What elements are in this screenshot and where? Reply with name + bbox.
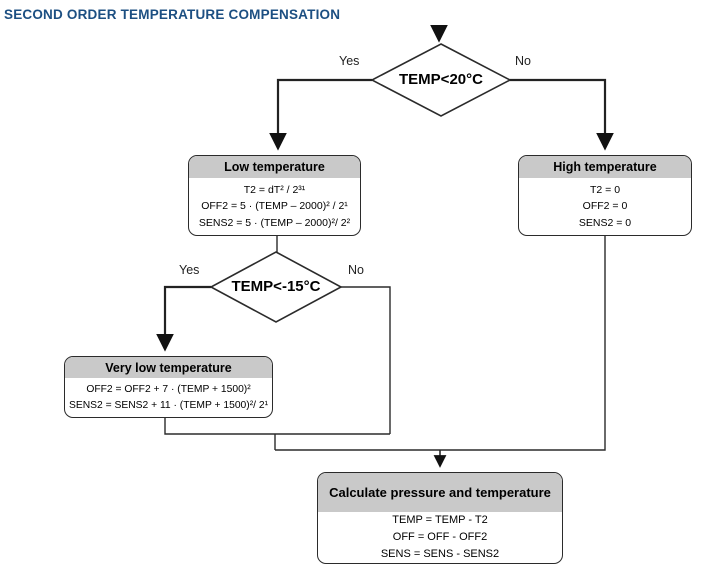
formula-line: OFF2 = 0 [582,200,628,213]
box-formulas-low-temperature: T2 = dT² / 2³¹ OFF2 = 5 · (TEMP – 2000)²… [189,178,360,235]
decision-temp20-condition: TEMP<20°C [399,71,483,88]
box-formulas-high-temperature: T2 = 0 OFF2 = 0 SENS2 = 0 [519,178,691,235]
formula-line: OFF = OFF - OFF2 [392,531,488,544]
process-box-calculate: Calculate pressure and temperature TEMP … [317,472,563,564]
box-title-high-temperature: High temperature [519,156,691,178]
formula-line: T2 = 0 [589,184,621,197]
box-formulas-calculate: TEMP = TEMP - T2 OFF = OFF - OFF2 SENS =… [318,512,562,563]
box-formulas-very-low-temperature: OFF2 = OFF2 + 7 · (TEMP + 1500)² SENS2 =… [65,378,272,417]
connector-d2-no [341,286,391,434]
connector-d1-no [510,78,614,151]
decision-temp-15-condition: TEMP<-15°C [231,278,321,295]
formula-line: OFF2 = OFF2 + 7 · (TEMP + 1500)² [86,384,251,396]
formula-line: SENS = SENS - SENS2 [380,548,500,561]
d2-yes-label: Yes [179,263,200,277]
process-box-very-low-temperature: Very low temperature OFF2 = OFF2 + 7 · (… [64,356,273,418]
decision-diamond-temp-15-icon [209,251,343,323]
process-box-low-temperature: Low temperature T2 = dT² / 2³¹ OFF2 = 5 … [188,155,361,236]
d1-yes-label: Yes [339,54,360,68]
d2-no-label: No [348,263,364,277]
formula-line: TEMP = TEMP - T2 [392,514,488,526]
decision-diamond-temp20-icon [370,43,512,117]
box-title-low-temperature: Low temperature [189,156,360,178]
connector-d2-yes [156,285,211,352]
page-title: SECOND ORDER TEMPERATURE COMPENSATION [4,7,341,22]
connector-high-merge [275,236,606,451]
formula-line: SENS2 = SENS2 + 11 · (TEMP + 1500)²/ 2¹ [68,399,269,411]
box-title-very-low-temperature: Very low temperature [65,357,272,378]
formula-line: OFF2 = 5 · (TEMP – 2000)² / 2¹ [201,200,348,213]
connector-d1-yes [269,78,372,151]
d1-no-label: No [515,54,531,68]
formula-line: SENS2 = 0 [578,216,632,229]
connector-vlow-merge [164,418,390,435]
formula-line: SENS2 = 5 · (TEMP – 2000)²/ 2² [198,216,351,229]
formula-line: T2 = dT² / 2³¹ [243,184,306,197]
box-title-calculate: Calculate pressure and temperature [318,473,562,512]
process-box-high-temperature: High temperature T2 = 0 OFF2 = 0 SENS2 =… [518,155,692,236]
